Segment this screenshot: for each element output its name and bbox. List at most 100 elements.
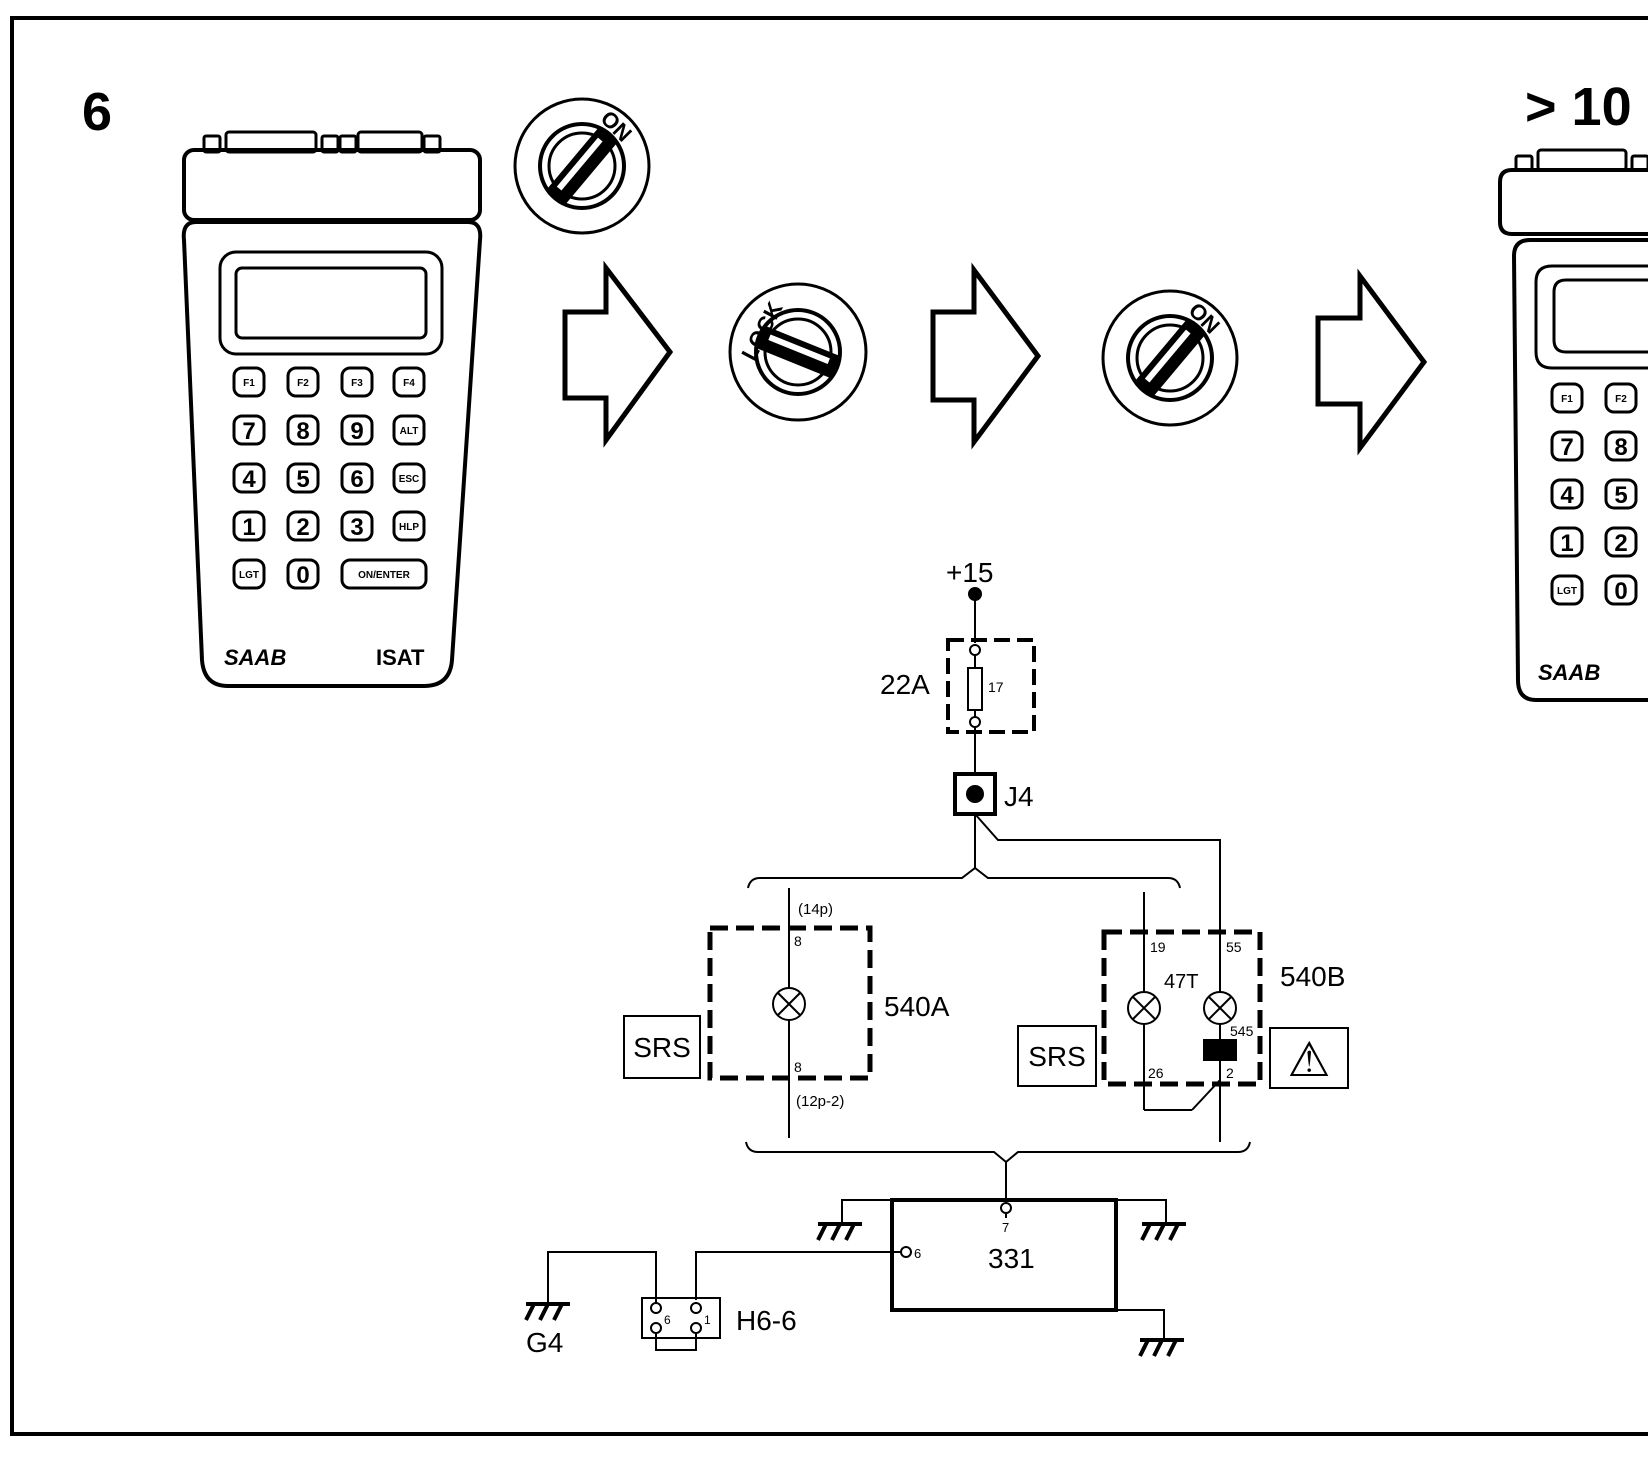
tester-key-label: HLP — [399, 522, 419, 533]
control-unit-label: 331 — [988, 1243, 1035, 1274]
tester-key-label: 2 — [1614, 530, 1627, 557]
module-a-connector-bottom: (12p-2) — [796, 1093, 844, 1110]
tester-key-label: 9 — [350, 418, 363, 445]
arrow-right-1 — [562, 260, 674, 448]
tester-key — [1550, 382, 1584, 414]
tester-key-label: LGT — [1557, 586, 1577, 597]
tester-key-label: 5 — [296, 466, 309, 493]
tester-key-label: 5 — [1614, 482, 1627, 509]
tester-key — [286, 366, 320, 398]
tester-key — [340, 462, 374, 494]
tester-key — [340, 558, 428, 590]
tester-key — [1604, 430, 1638, 462]
tester-key — [232, 366, 266, 398]
tester-key-label: ALT — [400, 426, 419, 437]
tester-key — [1604, 526, 1638, 558]
tester-key-label: F2 — [297, 378, 309, 389]
module-a-label: 540A — [884, 991, 950, 1022]
tester-key — [392, 366, 426, 398]
next-step-number: > 10 — [1525, 77, 1632, 137]
module-a-pin-top: 8 — [794, 933, 802, 949]
srs-indicator-a-label: SRS — [633, 1032, 691, 1063]
module-b-pin-55: 55 — [1226, 939, 1242, 955]
tester-key — [1604, 478, 1638, 510]
tester-key-label: 0 — [296, 562, 309, 589]
module-b-pin-545: 545 — [1230, 1023, 1254, 1039]
connector-label: H6-6 — [736, 1305, 797, 1336]
isat-tester-partial — [1498, 148, 1648, 702]
ground-symbol — [816, 1222, 862, 1241]
tester-key — [232, 462, 266, 494]
tester-key — [232, 510, 266, 542]
tester-key — [1604, 574, 1638, 606]
tester-key — [1604, 382, 1638, 414]
wiring-diagram — [547, 587, 1263, 1351]
module-b-pin-2: 2 — [1226, 1065, 1234, 1081]
tester-key — [286, 414, 320, 446]
tester-brand: SAAB — [224, 645, 286, 670]
module-a-pin-bottom: 8 — [794, 1059, 802, 1075]
tester-key-label: 4 — [242, 466, 256, 493]
tester-key-label: ESC — [399, 474, 420, 485]
tester-key — [392, 414, 426, 446]
tester-model: ISAT — [376, 645, 425, 670]
tester-key — [340, 510, 374, 542]
tester-key-label: F3 — [351, 378, 363, 389]
tester-key-label: F2 — [1615, 394, 1627, 405]
ground-symbol — [1138, 1338, 1184, 1357]
tester-key-label: F4 — [403, 378, 415, 389]
junction-label: J4 — [1004, 781, 1034, 812]
module-b-pin-19: 19 — [1150, 939, 1166, 955]
tester-key-label: F1 — [243, 378, 255, 389]
arrow-right-2 — [930, 262, 1042, 450]
srs-indicator-a — [623, 1015, 701, 1079]
ground-symbol-g4 — [524, 1302, 570, 1321]
tester-key-label: 3 — [350, 514, 363, 541]
page-frame — [10, 16, 1648, 1436]
tester-key — [1550, 478, 1584, 510]
tester-key-label: 7 — [1560, 434, 1573, 461]
tester-key — [286, 462, 320, 494]
tester-key — [392, 462, 426, 494]
isat-tester — [181, 130, 483, 688]
module-b-label: 540B — [1280, 961, 1345, 992]
connector-pin-1: 1 — [704, 1313, 711, 1327]
ground-label: G4 — [526, 1327, 563, 1358]
tester-key — [286, 558, 320, 590]
tester-key — [1550, 430, 1584, 462]
module-b-pin-26: 26 — [1148, 1065, 1164, 1081]
warning-triangle-icon: ⚠ — [1287, 1034, 1330, 1087]
module-b-sub-label: 47T — [1164, 971, 1198, 993]
tester-key-label: 8 — [296, 418, 309, 445]
tester-key-label: 8 — [1614, 434, 1627, 461]
tester-key-label: 4 — [1560, 482, 1574, 509]
tester-key-label: F1 — [1561, 394, 1573, 405]
tester-key-label: LGT — [239, 570, 259, 581]
tester-key-label: 0 — [1614, 578, 1627, 605]
tester-key-label: 1 — [1560, 530, 1573, 557]
tester-key-label: 7 — [242, 418, 255, 445]
tester-key-label: 6 — [350, 466, 363, 493]
tester-key — [392, 510, 426, 542]
control-unit-pin-6: 6 — [914, 1246, 921, 1261]
ignition-key-on-1: ON — [513, 97, 651, 235]
tester-key — [232, 558, 266, 590]
tester-key — [286, 510, 320, 542]
control-unit-pin-7: 7 — [1002, 1220, 1009, 1235]
tester-key-label: 1 — [242, 514, 255, 541]
fuse-number: 17 — [988, 679, 1004, 695]
fuse-box-label: 22A — [880, 669, 930, 700]
tester-key — [340, 414, 374, 446]
arrow-right-3 — [1315, 268, 1428, 456]
ignition-key-lock: LOCK — [728, 282, 868, 422]
step-number: 6 — [82, 82, 112, 142]
srs-indicator-b — [1017, 1025, 1097, 1087]
ground-symbol — [1140, 1222, 1186, 1241]
tester-key — [340, 366, 374, 398]
tester-key-label: 2 — [296, 514, 309, 541]
srs-indicator-b-label: SRS — [1028, 1041, 1086, 1072]
warning-indicator — [1269, 1027, 1349, 1089]
